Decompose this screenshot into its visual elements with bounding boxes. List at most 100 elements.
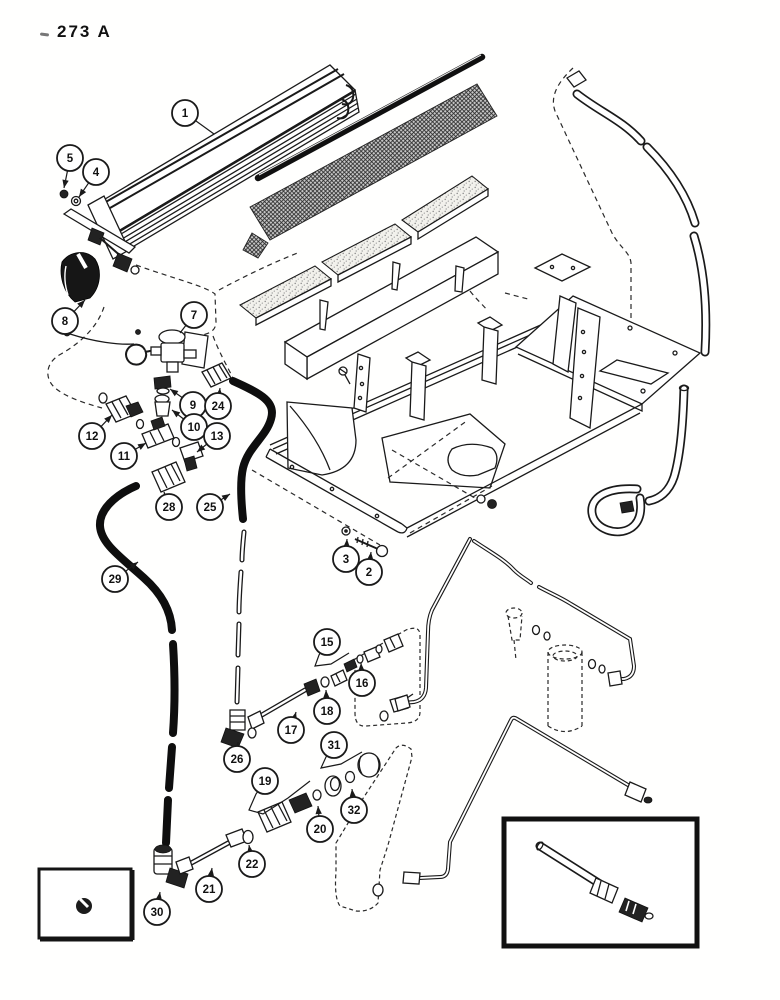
callout-circle-4: [82, 158, 110, 186]
tube-17-lower-fitting: [247, 710, 265, 730]
svg-text:25: 25: [204, 502, 217, 514]
callout-28: 28: [155, 491, 183, 521]
elbow-26: [229, 709, 246, 731]
page-number: 273 A: [57, 22, 112, 41]
callout-10: 10: [171, 409, 208, 441]
callout-32: 32: [340, 788, 368, 824]
frame-bottom-hoses: [587, 384, 690, 537]
mounting-strap: [60, 252, 100, 303]
right-hose-sections: [572, 89, 711, 357]
o-ring-22: [242, 829, 254, 845]
svg-text:3: 3: [343, 554, 349, 566]
callout-circle-5: [56, 144, 84, 172]
svg-text:32: 32: [348, 805, 361, 817]
callout-26: 26: [223, 741, 251, 773]
callout-circle-1: [171, 99, 199, 127]
callout-circle-29: [101, 565, 129, 593]
callout-3: 3: [332, 538, 360, 573]
callout-9: 9: [169, 388, 207, 419]
svg-text:12: 12: [86, 431, 99, 443]
o-ring-32: [344, 770, 356, 784]
nut-4: [70, 195, 82, 207]
expansion-valve-group: [63, 329, 232, 493]
fasteners-top-left: [59, 189, 82, 207]
callout-circle-18: [313, 697, 341, 725]
callout-circle-15: [313, 628, 341, 656]
svg-text:16: 16: [356, 678, 369, 690]
svg-text:30: 30: [151, 907, 164, 919]
callout-circle-2: [355, 558, 383, 586]
hose-29: [96, 482, 179, 847]
callout-21: 21: [195, 867, 223, 903]
svg-text:20: 20: [314, 824, 327, 836]
filter-panels: [239, 175, 489, 327]
svg-text:18: 18: [321, 706, 334, 718]
callout-circle-20: [306, 815, 334, 843]
screen-panel: [242, 83, 498, 259]
callout-20: 20: [306, 805, 334, 843]
svg-text:29: 29: [109, 574, 122, 586]
svg-text:4: 4: [93, 167, 100, 179]
callout-circle-19: [251, 767, 279, 795]
callout-31: 31: [319, 731, 363, 769]
callout-29: 29: [101, 561, 139, 593]
svg-text:28: 28: [163, 502, 176, 514]
callout-24: 24: [204, 387, 232, 420]
hose-25: [229, 377, 276, 705]
svg-text:21: 21: [203, 884, 216, 896]
svg-text:31: 31: [328, 740, 341, 752]
callout-circle-22: [238, 850, 266, 878]
fitting-group-19-31: [153, 744, 413, 912]
callout-circle-8: [51, 307, 79, 335]
callout-circle-3: [332, 545, 360, 573]
svg-text:11: 11: [118, 451, 131, 463]
callout-circle-25: [196, 493, 224, 521]
svg-text:2: 2: [366, 567, 372, 579]
callout-1: 1: [171, 99, 215, 135]
svg-text:1: 1: [182, 108, 189, 120]
callout-circle-16: [348, 669, 376, 697]
seal-strip: [254, 53, 486, 182]
callout-circle-12: [78, 422, 106, 450]
callout-circle-30: [143, 898, 171, 926]
duct-beam: [283, 236, 529, 381]
o-ring-16: [356, 654, 364, 664]
bolt-5: [59, 189, 69, 199]
svg-text:5: 5: [67, 153, 74, 165]
callout-4: 4: [78, 158, 110, 198]
tube-17-upper-nut: [303, 678, 321, 697]
callout-7: 7: [179, 301, 208, 334]
callout-circle-32: [340, 796, 368, 824]
right-panel-dashed: [552, 67, 632, 319]
callout-18: 18: [313, 689, 341, 725]
callout-circle-26: [223, 745, 251, 773]
callout-15: 15: [313, 628, 350, 667]
callout-circle-31: [320, 731, 348, 759]
metal-line-peaked: [394, 537, 637, 712]
callout-circle-28: [155, 493, 183, 521]
callout-25: 25: [196, 493, 231, 521]
callout-22: 22: [238, 844, 266, 878]
callout-circle-17: [277, 716, 305, 744]
callout-12: 12: [78, 414, 113, 450]
receiver-drier: [505, 607, 606, 733]
callout-circle-21: [195, 875, 223, 903]
tube-nut: [589, 877, 619, 904]
grommet: [76, 898, 92, 914]
callout-circle-7: [180, 301, 208, 329]
core-assembly: [62, 64, 360, 275]
svg-text:15: 15: [321, 637, 334, 649]
inset-box-tube-detail: [501, 816, 700, 949]
svg-text:22: 22: [246, 859, 259, 871]
metal-line-long: [402, 715, 653, 885]
callout-30: 30: [143, 891, 171, 926]
svg-text:9: 9: [190, 400, 196, 412]
fitting-group-15: [220, 627, 421, 749]
svg-text:7: 7: [191, 310, 197, 322]
callout-2: 2: [355, 551, 383, 586]
callout-19: 19: [248, 767, 311, 815]
svg-text:19: 19: [259, 776, 272, 788]
callout-8: 8: [51, 299, 86, 335]
